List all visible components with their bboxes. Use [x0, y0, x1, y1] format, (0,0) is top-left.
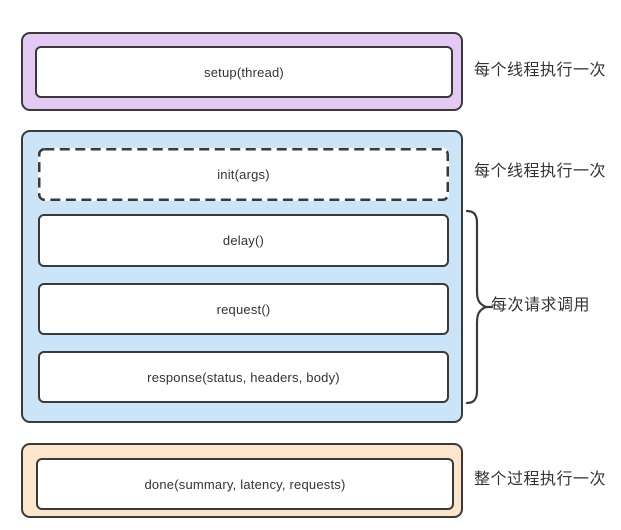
setup-box: setup(thread)	[35, 46, 453, 98]
response-box-label: response(status, headers, body)	[147, 369, 340, 385]
done-group: done(summary, latency, requests)	[21, 443, 463, 518]
thread-group: init(args) delay() request() response(st…	[21, 130, 463, 423]
init-box-label: init(args)	[217, 167, 270, 182]
done-box-label: done(summary, latency, requests)	[144, 476, 346, 492]
annotation-done-group: 整个过程执行一次	[474, 471, 607, 488]
request-box-label: request()	[216, 301, 271, 317]
annotation-per-request: 每次请求调用	[491, 297, 591, 314]
delay-box-label: delay()	[222, 233, 265, 248]
request-box: request()	[38, 283, 449, 335]
done-box: done(summary, latency, requests)	[36, 458, 454, 510]
setup-box-label: setup(thread)	[204, 64, 284, 80]
annotation-setup-group: 每个线程执行一次	[474, 62, 607, 79]
dashed-border	[38, 148, 449, 201]
annotation-init-box: 每个线程执行一次	[474, 163, 607, 180]
per-request-brace	[465, 209, 494, 405]
init-box: init(args)	[38, 148, 449, 201]
response-box: response(status, headers, body)	[38, 351, 449, 403]
setup-group: setup(thread)	[21, 32, 463, 111]
delay-box: delay()	[38, 214, 449, 267]
